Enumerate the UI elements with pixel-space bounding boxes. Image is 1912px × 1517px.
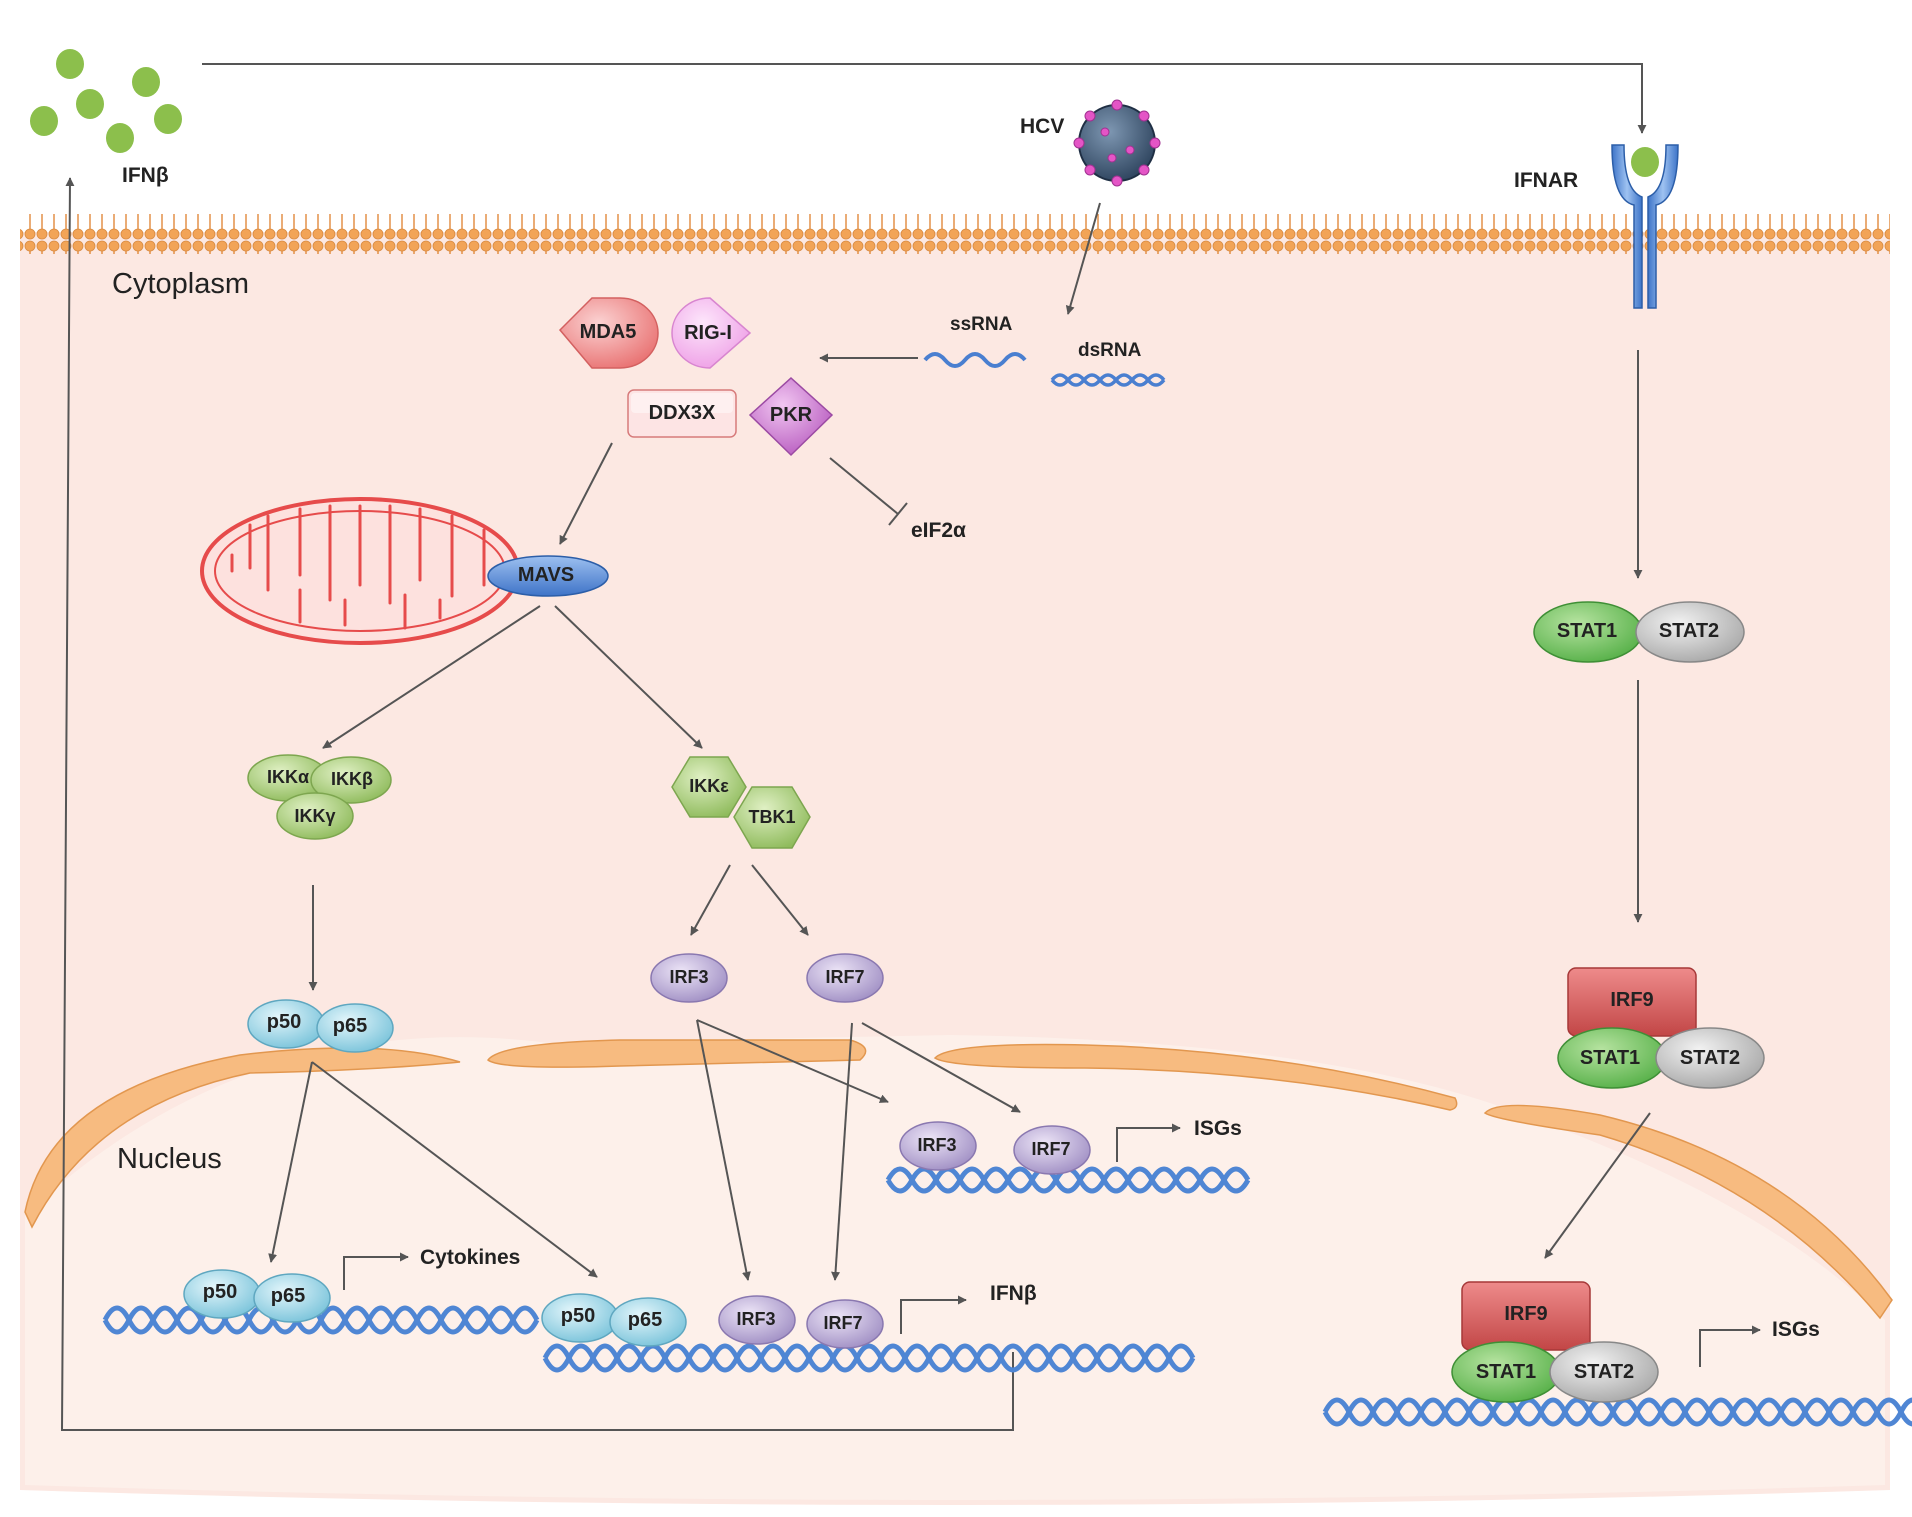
pkr-node: PKR bbox=[748, 376, 834, 457]
stat-cytoplasm-complex: STAT1 STAT2 bbox=[1533, 601, 1745, 663]
isgf3-promoter-complex: IRF9 STAT1 STAT2 bbox=[1451, 1281, 1659, 1403]
connector-lines bbox=[60, 63, 1651, 1431]
ifnar-label: IFNAR bbox=[1514, 169, 1578, 192]
mitochondrion-icon bbox=[200, 497, 520, 645]
arrow-mavs-to-tbk1 bbox=[554, 605, 703, 749]
hcv-virus-icon bbox=[1073, 99, 1161, 187]
svg-text:IRF7: IRF7 bbox=[1031, 1139, 1070, 1159]
arrow-tbk1-to-irf7 bbox=[751, 864, 809, 936]
arrow-sensors-to-mavs bbox=[559, 442, 613, 545]
isgs-right-label: ISGs bbox=[1772, 1318, 1820, 1341]
irf7-cytoplasm-node: IRF7 bbox=[806, 953, 884, 1003]
arrow-nfkb-to-cytokine-promoter bbox=[268, 1061, 313, 1263]
irf-isg-promoter-complex: IRF3 IRF7 bbox=[899, 1121, 1091, 1175]
svg-text:IRF7: IRF7 bbox=[825, 967, 864, 987]
p65-label: p65 bbox=[333, 1015, 367, 1037]
cytokines-label: Cytokines bbox=[420, 1246, 520, 1269]
isgs-mid-label: ISGs bbox=[1194, 1117, 1242, 1140]
dsrna-label: dsRNA bbox=[1078, 340, 1142, 361]
svg-text:p50: p50 bbox=[561, 1305, 595, 1327]
p50-label: p50 bbox=[267, 1011, 301, 1033]
arrow-ifnb-secretion-feedback bbox=[60, 177, 1014, 1431]
ifnb-gene-label: IFNβ bbox=[990, 1282, 1037, 1305]
svg-text:MAVS: MAVS bbox=[518, 564, 574, 586]
svg-text:p65: p65 bbox=[271, 1285, 305, 1307]
dsrna-strand bbox=[1050, 373, 1166, 387]
arrow-irf7-to-isg-promoter bbox=[861, 1022, 1021, 1113]
svg-text:p65: p65 bbox=[628, 1309, 662, 1331]
mda5-node: MDA5 bbox=[558, 297, 659, 369]
svg-text:RIG-I: RIG-I bbox=[684, 322, 732, 344]
arrow-tbk1-to-irf3 bbox=[690, 864, 731, 936]
nucleus-region bbox=[25, 1035, 1885, 1500]
arrow-nfkb-to-ifnb-promoter bbox=[311, 1061, 598, 1278]
svg-text:STAT1: STAT1 bbox=[1476, 1361, 1536, 1383]
ifnb-molecules bbox=[30, 49, 182, 153]
ikk-complex: IKKα IKKβ IKKγ bbox=[247, 754, 392, 840]
ikkg-label: IKKγ bbox=[294, 806, 335, 826]
mavs-node: MAVS bbox=[487, 555, 609, 597]
arrow-ifnb-to-ifnar bbox=[202, 63, 1647, 134]
ifnar-receptor-icon bbox=[1611, 144, 1679, 309]
ikke-tbk1-complex: IKKε TBK1 bbox=[671, 756, 811, 849]
nucleus-label: Nucleus bbox=[117, 1143, 222, 1175]
arrow-hcv-to-rna bbox=[1065, 202, 1101, 315]
arrow-isgf3-to-nucleus bbox=[1544, 1112, 1651, 1259]
nfkb-cytoplasm-complex: p50 p65 bbox=[247, 999, 394, 1053]
cytoplasm-label: Cytoplasm bbox=[112, 268, 249, 300]
tbk1-label: TBK1 bbox=[748, 807, 795, 827]
svg-text:DDX3X: DDX3X bbox=[649, 402, 716, 424]
svg-text:IRF3: IRF3 bbox=[669, 967, 708, 987]
svg-text:MDA5: MDA5 bbox=[580, 321, 637, 343]
stat1-label: STAT1 bbox=[1580, 1047, 1640, 1069]
hcv-label: HCV bbox=[1020, 115, 1064, 138]
stat1-label: STAT1 bbox=[1557, 620, 1617, 642]
plasma-membrane bbox=[20, 214, 1890, 254]
stat2-label: STAT2 bbox=[1680, 1047, 1740, 1069]
svg-text:p50: p50 bbox=[203, 1281, 237, 1303]
eif2a-label: eIF2α bbox=[911, 519, 966, 542]
isgf3-cytoplasm-complex: IRF9 STAT1 STAT2 bbox=[1557, 967, 1765, 1089]
stat2-label: STAT2 bbox=[1659, 620, 1719, 642]
inhibit-bar-eif2a bbox=[888, 502, 908, 526]
ifnb-promoter-complex: p50 p65 IRF3 IRF7 bbox=[541, 1293, 884, 1349]
nfkb-cytokine-promoter-complex: p50 p65 bbox=[183, 1269, 331, 1323]
irf3-cytoplasm-node: IRF3 bbox=[650, 953, 728, 1003]
svg-text:PKR: PKR bbox=[770, 404, 813, 426]
ikkb-label: IKKβ bbox=[331, 769, 373, 789]
rigi-node: RIG-I bbox=[671, 297, 752, 369]
arrow-mavs-to-ikk bbox=[322, 605, 541, 749]
arrow-irf7-to-ifnb-promoter bbox=[831, 1022, 853, 1281]
irf9-label: IRF9 bbox=[1610, 989, 1653, 1011]
ifnb-extracellular-label: IFNβ bbox=[122, 164, 169, 187]
svg-text:IRF9: IRF9 bbox=[1504, 1303, 1547, 1325]
arrow-irf3-to-ifnb-promoter bbox=[696, 1019, 751, 1281]
ssrna-strand bbox=[923, 352, 1027, 368]
transcription-arrow-isgs-right bbox=[1699, 1325, 1761, 1367]
svg-text:STAT2: STAT2 bbox=[1574, 1361, 1634, 1383]
arrow-irf3-to-isg-promoter bbox=[696, 1019, 889, 1103]
svg-text:IRF3: IRF3 bbox=[917, 1135, 956, 1155]
transcription-arrow-isgs-mid bbox=[1116, 1123, 1181, 1162]
ikka-label: IKKα bbox=[267, 767, 309, 787]
svg-text:IRF7: IRF7 bbox=[823, 1313, 862, 1333]
transcription-arrow-cytokines bbox=[343, 1252, 409, 1290]
inhibit-pkr-eif2a bbox=[829, 457, 899, 515]
ssrna-label: ssRNA bbox=[950, 314, 1013, 335]
transcription-arrow-ifnb bbox=[900, 1295, 967, 1334]
ddx3x-node: DDX3X bbox=[627, 389, 737, 438]
svg-text:IRF3: IRF3 bbox=[736, 1309, 775, 1329]
ikke-label: IKKε bbox=[689, 776, 729, 796]
nuclear-envelope bbox=[24, 1039, 1893, 1320]
